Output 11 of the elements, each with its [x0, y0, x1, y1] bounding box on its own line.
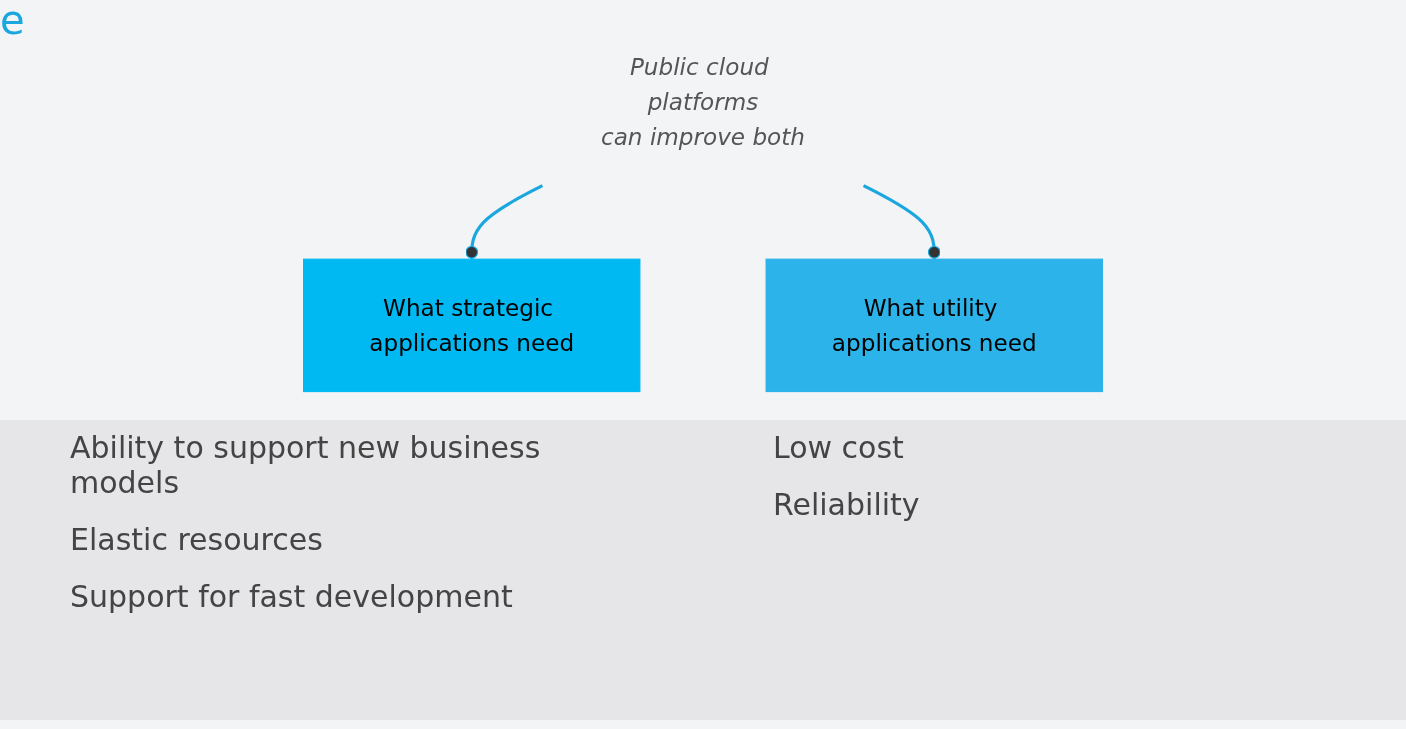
- connector: [862, 184, 941, 260]
- connector: [465, 184, 544, 260]
- node-box: What strategic applications need: [303, 258, 641, 393]
- node-text: Public cloud platforms can improve both: [600, 54, 805, 150]
- node-box: What utility applications need: [765, 258, 1103, 393]
- list-item: Support for fast development: [70, 579, 514, 614]
- list-item: Elastic resources: [70, 522, 324, 557]
- list-item: Ability to support new business models: [70, 430, 542, 500]
- title-fragment: e: [0, 0, 25, 40]
- list-item: Low cost: [773, 430, 905, 465]
- list-item: Reliability: [773, 487, 921, 522]
